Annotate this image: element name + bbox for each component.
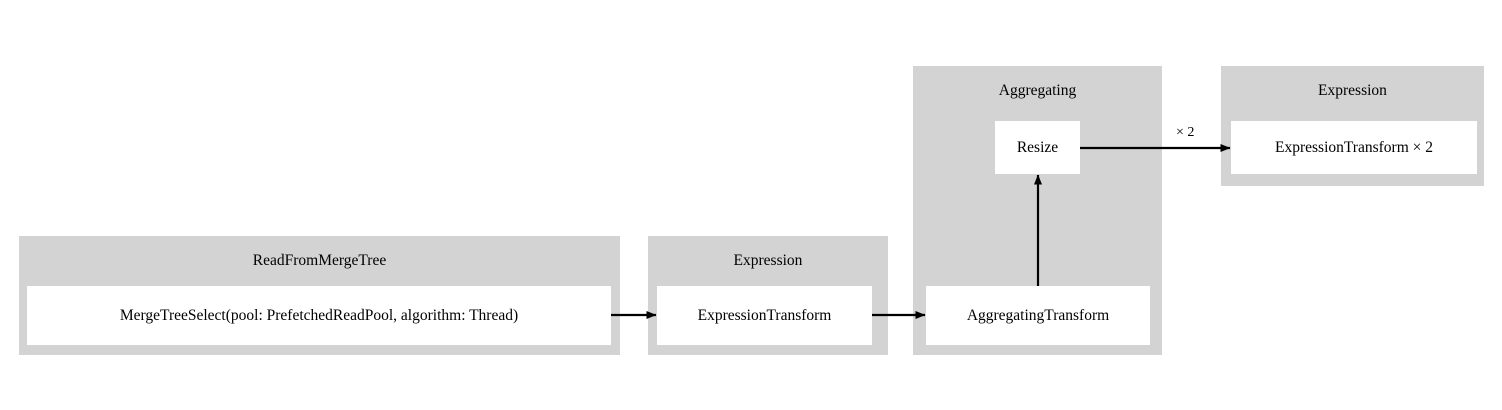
cluster-title-expression-1: Expression xyxy=(733,252,803,269)
node-label-aggregating-transform: AggregatingTransform xyxy=(966,306,1110,324)
node-label-expression-transform-1: ExpressionTransform xyxy=(697,306,832,324)
node-resize[interactable]: Resize xyxy=(995,121,1080,174)
cluster-title-expression-2: Expression xyxy=(1318,82,1387,99)
node-label-merge-tree-select: MergeTreeSelect(pool: PrefetchedReadPool… xyxy=(119,306,519,324)
node-aggregating-transform[interactable]: AggregatingTransform xyxy=(926,286,1150,345)
node-label-resize: Resize xyxy=(1016,138,1059,156)
node-merge-tree-select[interactable]: MergeTreeSelect(pool: PrefetchedReadPool… xyxy=(27,286,611,345)
node-expression-transform-1[interactable]: ExpressionTransform xyxy=(657,286,872,345)
node-label-expression-transform-2: ExpressionTransform × 2 xyxy=(1275,138,1433,156)
cluster-title-aggregating: Aggregating xyxy=(998,82,1077,99)
node-expression-transform-2[interactable]: ExpressionTransform × 2 xyxy=(1231,121,1477,174)
cluster-title-read-from-merge-tree: ReadFromMergeTree xyxy=(252,252,387,269)
edge-label-resize-to-expression-transform-2: × 2 xyxy=(1176,125,1195,140)
